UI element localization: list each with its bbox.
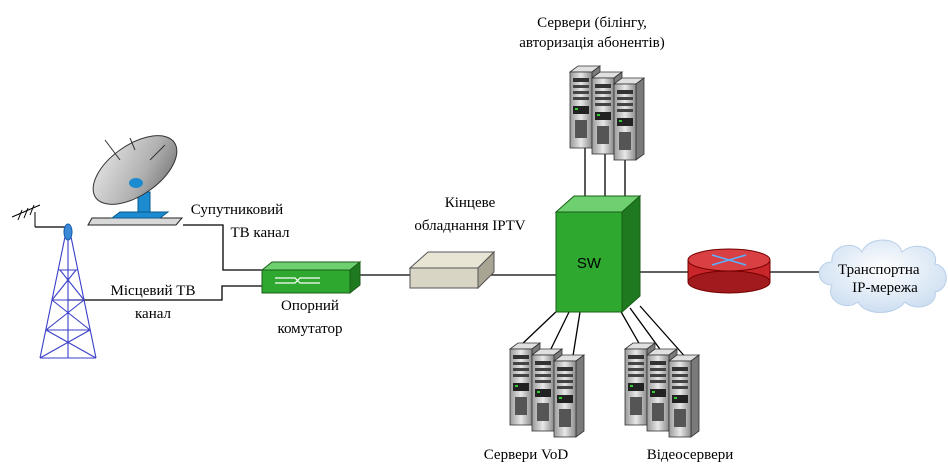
antenna-icon: [11, 204, 97, 359]
network-switch-icon[interactable]: [260, 260, 362, 295]
connection-lines: [35, 145, 830, 363]
ref-switch-label-line1: Опорний: [281, 298, 339, 314]
transport-label-line1: Транспортна: [838, 262, 920, 278]
satellite-label-line2: ТВ канал: [230, 225, 290, 241]
iptv-label-line1: Кінцеве: [444, 195, 496, 211]
local-tv-label-line2: канал: [134, 306, 172, 322]
core-switch-icon[interactable]: [554, 194, 642, 314]
router-icon[interactable]: [687, 248, 771, 294]
iptv-label-line2: обладнання IPTV: [414, 218, 526, 234]
vod-servers-label: Сервери VoD: [483, 447, 569, 463]
satellite-label-line1: Супутниковий: [190, 202, 284, 218]
cloud-icon: [818, 239, 947, 313]
video-servers-label: Відеосервери: [646, 447, 734, 463]
server-rack-icon: [509, 342, 585, 438]
core-switch-label: SW: [576, 255, 602, 272]
servers-top-label-line2: авторизація абонентів): [519, 35, 665, 51]
set-top-box-icon[interactable]: [408, 250, 496, 290]
local-tv-label-line1: Місцевий ТВ: [110, 283, 196, 299]
ref-switch-label-line2: комутатор: [277, 321, 343, 337]
servers-top-label-line1: Сервери (білінгу,: [537, 15, 647, 31]
transport-label-line2: IP-мережа: [852, 280, 918, 296]
satellite-dish-icon: [87, 135, 184, 226]
server-rack-icon: [569, 65, 645, 161]
server-rack-icon: [624, 342, 700, 438]
